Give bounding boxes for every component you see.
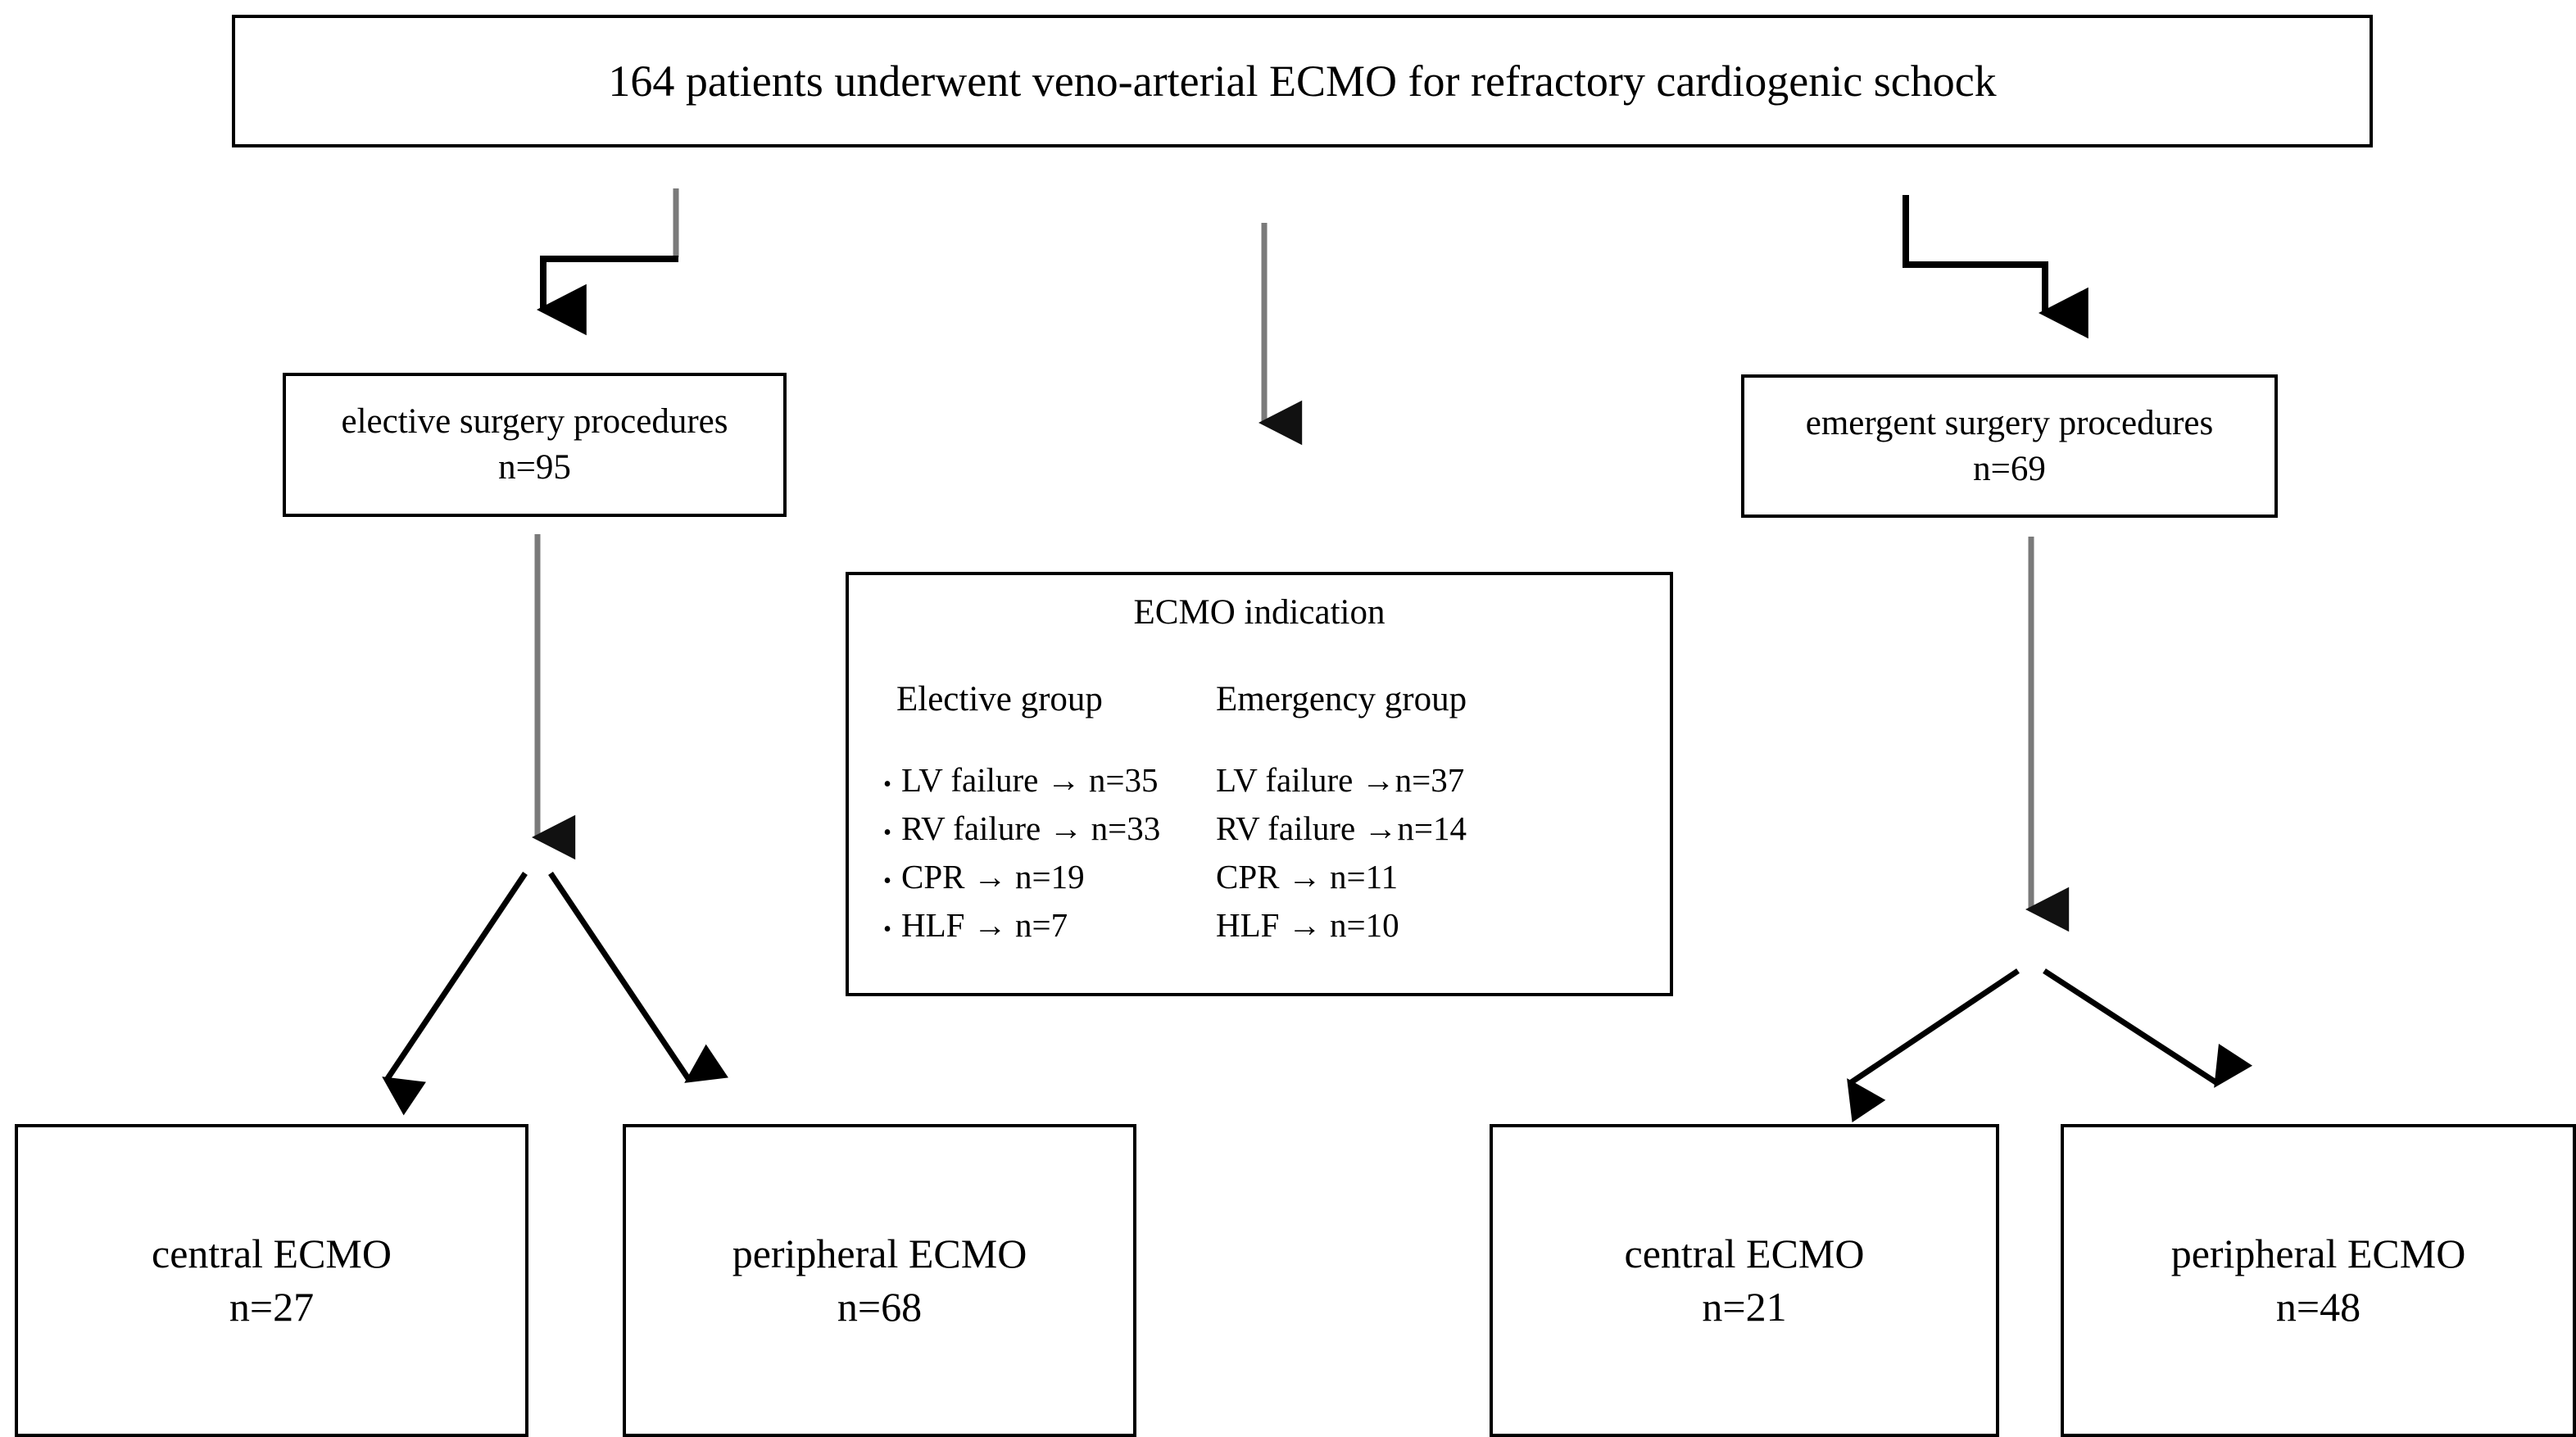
indication-rows: • LV failure → n=35 LV failure →n=37 • R… (849, 759, 1670, 952)
elective-label: elective surgery procedures (341, 402, 728, 442)
elective-count: n=95 (498, 448, 571, 487)
outcome-count: n=27 (229, 1284, 315, 1330)
outcome-label: peripheral ECMO (2170, 1231, 2466, 1276)
indication-title: ECMO indication (1133, 593, 1386, 632)
outcome-label: peripheral ECMO (732, 1231, 1027, 1276)
emergent-count: n=69 (1973, 449, 2046, 488)
indication-row: • CPR → n=19 CPR → n=11 (873, 855, 1670, 904)
bullet-icon: • (883, 819, 891, 845)
indication-row: • RV failure → n=33 RV failure →n=14 (873, 807, 1670, 855)
connector-title-to-emergent (1903, 195, 2088, 339)
outcome-box-central-emergent: central ECMO n=21 (1490, 1124, 1999, 1437)
indication-row: • HLF → n=7 HLF → n=10 (873, 904, 1670, 952)
elective-group-box: elective surgery procedures n=95 (283, 373, 787, 517)
outcome-box-peripheral-elective: peripheral ECMO n=68 (623, 1124, 1136, 1437)
outcome-box-peripheral-emergent: peripheral ECMO n=48 (2061, 1124, 2576, 1437)
indication-emergency-value: HLF → n=10 (1216, 905, 1399, 944)
outcome-count: n=68 (837, 1284, 923, 1330)
indication-emergency-value: RV failure →n=14 (1216, 809, 1467, 847)
ecmo-indication-box: ECMO indication Elective group Emergency… (846, 572, 1673, 996)
connector-title-to-elective (536, 188, 679, 336)
indication-elective-value: HLF → n=7 (901, 905, 1068, 944)
indication-emergency-value: LV failure →n=37 (1216, 760, 1465, 799)
indication-header-emergency: Emergency group (1216, 679, 1467, 718)
indication-elective-value: CPR → n=19 (901, 857, 1085, 895)
emergent-group-box: emergent surgery procedures n=69 (1741, 374, 2278, 518)
bullet-icon: • (883, 868, 891, 894)
indication-header-elective: Elective group (896, 679, 1103, 718)
indication-emergency-value: CPR → n=11 (1216, 857, 1399, 895)
connector-elective-split (382, 534, 728, 1116)
outcome-count: n=48 (2275, 1284, 2361, 1330)
indication-elective-value: RV failure → n=33 (901, 809, 1161, 847)
indication-elective-value: LV failure → n=35 (901, 760, 1159, 799)
emergent-label: emergent surgery procedures (1805, 403, 2214, 442)
bullet-icon: • (883, 771, 891, 797)
indication-column-headers: Elective group Emergency group (849, 677, 1670, 723)
title-text: 164 patients underwent veno-arterial ECM… (608, 56, 1997, 106)
outcome-label: central ECMO (1624, 1231, 1865, 1276)
connector-emergent-split (1847, 537, 2253, 1122)
outcome-box-central-elective: central ECMO n=27 (15, 1124, 528, 1437)
indication-row: • LV failure → n=35 LV failure →n=37 (873, 759, 1670, 807)
bullet-icon: • (883, 916, 891, 942)
title-box: 164 patients underwent veno-arterial ECM… (232, 15, 2373, 147)
outcome-count: n=21 (1702, 1284, 1787, 1330)
outcome-label: central ECMO (152, 1231, 392, 1276)
